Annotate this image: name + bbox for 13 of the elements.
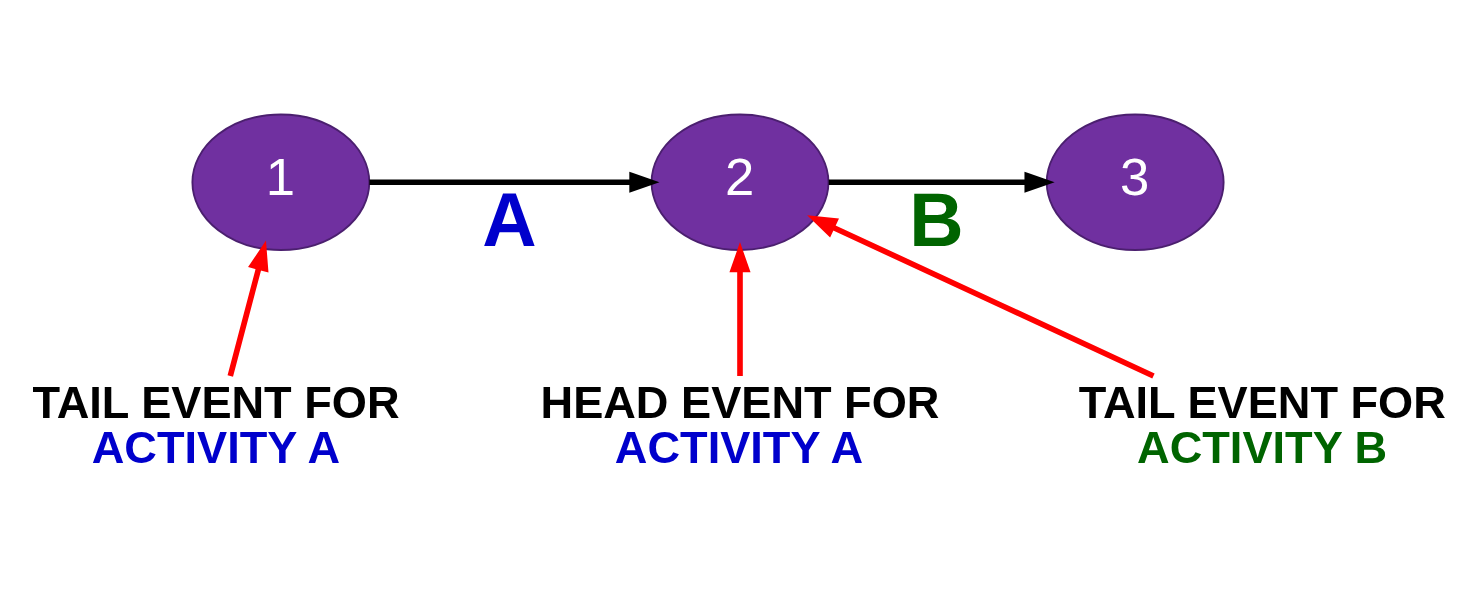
node-text: TAIL EVENT FOR ACTIVITY A [32, 376, 400, 474]
arrow [807, 215, 1155, 379]
node-ellipse: 3 [1045, 113, 1225, 251]
node-ellipse: 1 [191, 113, 371, 251]
arrow [369, 171, 660, 193]
edge-label: A [482, 178, 537, 263]
arrow [828, 171, 1055, 193]
edge-label: B [909, 178, 964, 263]
arrow [729, 242, 751, 376]
node-ellipse: 2 [650, 113, 830, 251]
node-text: TAIL EVENT FOR ACTIVITY B [1078, 376, 1446, 474]
arrow [227, 240, 269, 377]
node-text: HEAD EVENT FOR ACTIVITY A [540, 376, 940, 474]
